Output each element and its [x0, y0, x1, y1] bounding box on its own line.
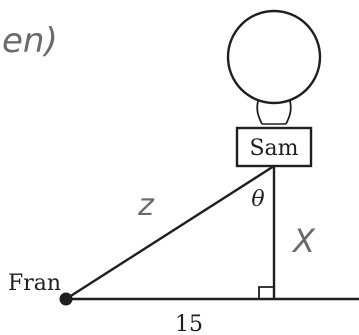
base-length-label: 15: [175, 312, 203, 335]
hypotenuse-z-label: z: [137, 188, 155, 223]
fran-point: [59, 292, 73, 306]
vertical-x-label: X: [291, 222, 316, 260]
basket-label: Sam: [249, 136, 298, 161]
right-angle-marker: [258, 286, 274, 299]
balloon-rope-left: [256, 100, 263, 125]
angle-theta-label: θ: [251, 187, 264, 212]
balloon-circle: [226, 9, 322, 105]
balloon-rope-right: [285, 100, 292, 125]
partial-handwritten-text: en): [2, 21, 58, 61]
hypotenuse-line: [65, 164, 275, 301]
fran-label: Fran: [8, 271, 61, 296]
